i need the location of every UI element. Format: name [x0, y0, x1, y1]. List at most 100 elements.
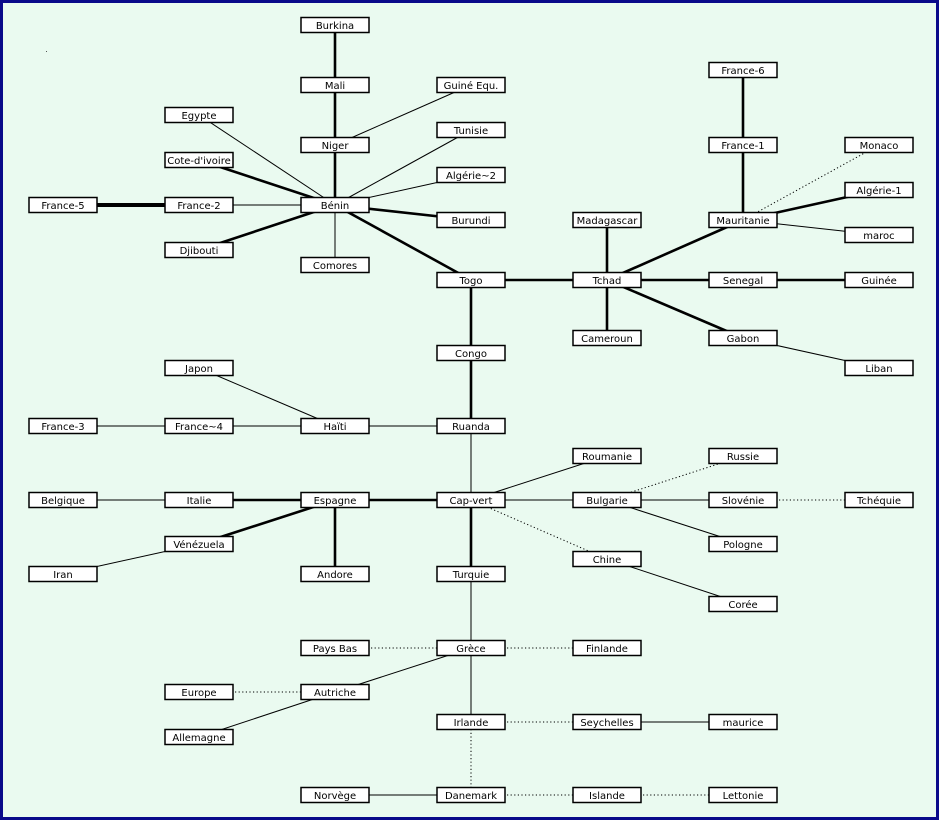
node-label: Congo — [455, 349, 487, 360]
node-label: Russie — [727, 452, 759, 463]
node-label: Turquie — [452, 570, 489, 581]
node-box — [572, 639, 642, 657]
node-box — [436, 344, 506, 362]
node-label: Bénin — [321, 200, 349, 212]
node-grece: Grèce — [436, 639, 506, 657]
node-box — [436, 639, 506, 657]
node-benin: Bénin — [300, 196, 370, 214]
node-label: Tunisie — [453, 126, 488, 137]
node-box — [436, 417, 506, 435]
node-norvege: Norvège — [300, 786, 370, 804]
node-mauritanie: Mauritanie — [708, 211, 778, 229]
node-box — [28, 565, 98, 583]
node-box — [300, 639, 370, 657]
node-box — [572, 447, 642, 465]
node-label: Algérie-1 — [856, 185, 901, 197]
node-seychelles: Seychelles — [572, 713, 642, 731]
node-box — [572, 329, 642, 347]
node-comores: Comores — [300, 256, 370, 274]
node-box — [436, 121, 506, 139]
node-label: Grèce — [456, 643, 485, 655]
node-box — [708, 329, 778, 347]
node-box — [572, 491, 642, 509]
node-box — [708, 61, 778, 79]
node-box — [708, 595, 778, 613]
node-label: Burkina — [316, 21, 354, 32]
node-box — [164, 359, 234, 377]
node-label: Italie — [187, 496, 212, 507]
node-box — [436, 271, 506, 289]
node-venezuela: Vénézuela — [164, 535, 234, 553]
node-label: Pays Bas — [313, 644, 357, 655]
node-box — [300, 491, 370, 509]
node-label: Haïti — [323, 422, 346, 433]
node-label: Tchéquie — [856, 495, 901, 507]
node-label: Seychelles — [580, 718, 633, 729]
node-bulgarie: Bulgarie — [572, 491, 642, 509]
node-niger: Niger — [300, 136, 370, 154]
node-russie: Russie — [708, 447, 778, 465]
node-label: Egypte — [181, 111, 216, 122]
node-guine_equ: Guiné Equ. — [436, 76, 506, 94]
node-label: Belgique — [41, 496, 85, 507]
node-box — [436, 713, 506, 731]
node-box — [164, 196, 234, 214]
node-box — [572, 713, 642, 731]
node-label: Autriche — [314, 688, 356, 699]
node-burundi: Burundi — [436, 211, 506, 229]
node-box — [572, 271, 642, 289]
node-box — [300, 683, 370, 701]
node-lettonie: Lettonie — [708, 786, 778, 804]
node-turquie: Turquie — [436, 565, 506, 583]
node-label: Europe — [181, 688, 216, 699]
node-roumanie: Roumanie — [572, 447, 642, 465]
node-label: Monaco — [860, 141, 899, 152]
node-label: Tchad — [592, 276, 622, 287]
node-box — [708, 535, 778, 553]
node-label: Japon — [184, 364, 213, 375]
node-france1: France-1 — [708, 136, 778, 154]
node-box — [164, 491, 234, 509]
node-label: Cameroun — [581, 334, 633, 345]
node-france6: France-6 — [708, 61, 778, 79]
node-box — [300, 136, 370, 154]
node-allemagne: Allemagne — [164, 728, 234, 746]
node-label: Espagne — [314, 496, 357, 507]
node-label: France-2 — [177, 201, 220, 212]
node-ruanda: Ruanda — [436, 417, 506, 435]
node-japon: Japon — [164, 359, 234, 377]
node-burkina: Burkina — [300, 16, 370, 34]
node-tchequie: Tchéquie — [844, 491, 914, 509]
node-coree: Corée — [708, 595, 778, 613]
node-box — [572, 786, 642, 804]
node-label: Niger — [322, 141, 350, 152]
node-label: Slovénie — [722, 495, 765, 507]
node-box — [300, 565, 370, 583]
node-label: Comores — [313, 261, 357, 272]
node-algerie2: Algérie~2 — [436, 166, 506, 184]
node-label: France-5 — [41, 201, 84, 212]
node-label: maroc — [863, 231, 894, 242]
node-label: Guiné Equ. — [444, 80, 499, 92]
node-europe: Europe — [164, 683, 234, 701]
node-label: Djibouti — [180, 246, 219, 257]
node-box — [28, 491, 98, 509]
node-label: Lettonie — [723, 791, 764, 802]
node-autriche: Autriche — [300, 683, 370, 701]
node-box — [708, 211, 778, 229]
node-box — [28, 417, 98, 435]
node-box — [844, 491, 914, 509]
node-label: Gabon — [727, 334, 760, 345]
node-box — [436, 166, 506, 184]
node-maroc: maroc — [844, 226, 914, 244]
node-label: Allemagne — [172, 733, 225, 744]
node-box — [300, 256, 370, 274]
node-togo: Togo — [436, 271, 506, 289]
node-box — [300, 16, 370, 34]
node-cote_divoire: Cote-d'ivoire — [164, 151, 234, 169]
node-label: Pologne — [723, 540, 763, 551]
node-label: Algérie~2 — [446, 170, 496, 182]
node-label: Guinée — [861, 275, 897, 287]
node-label: Corée — [728, 599, 757, 611]
